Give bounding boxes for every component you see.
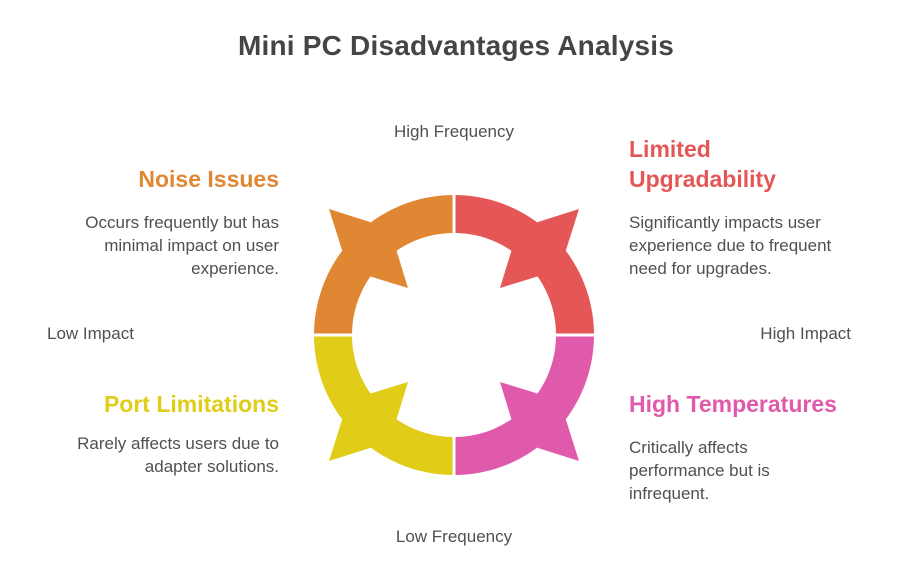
quadrant-heading-noise-issues: Noise Issues — [138, 166, 279, 192]
page-title: Mini PC Disadvantages Analysis — [238, 30, 674, 61]
quadrant-heading-high-temperatures: High Temperatures — [629, 391, 837, 417]
quadrant-segment-high-temperatures — [455, 336, 594, 475]
axis-label-low-frequency: Low Frequency — [395, 527, 513, 546]
quadrant-heading-line-2: Upgradability — [629, 166, 776, 192]
axis-label-high-impact: High Impact — [760, 324, 851, 343]
quadrant-heading-line-1: Limited — [629, 136, 711, 162]
axis-label-low-impact: Low Impact — [47, 324, 134, 343]
quadrant-segment-noise-issues — [314, 195, 453, 334]
quadrant-description-limited-upgradability: Significantly impacts user experience du… — [629, 213, 832, 278]
quadrant-description-high-temperatures: Critically affects performance but is in… — [629, 438, 770, 503]
quadrant-heading-limited-upgradability: Limited Upgradability — [629, 134, 776, 194]
quadrant-segment-port-limitations — [314, 336, 453, 475]
quadrant-heading-port-limitations: Port Limitations — [103, 391, 279, 417]
quadrant-description-port-limitations: Rarely affects users due to adapter solu… — [77, 434, 279, 476]
axis-label-high-frequency: High Frequency — [393, 122, 514, 141]
quadrant-description-noise-issues: Occurs frequently but has minimal impact… — [85, 213, 279, 278]
quadrant-segment-limited-upgradability — [455, 195, 594, 334]
